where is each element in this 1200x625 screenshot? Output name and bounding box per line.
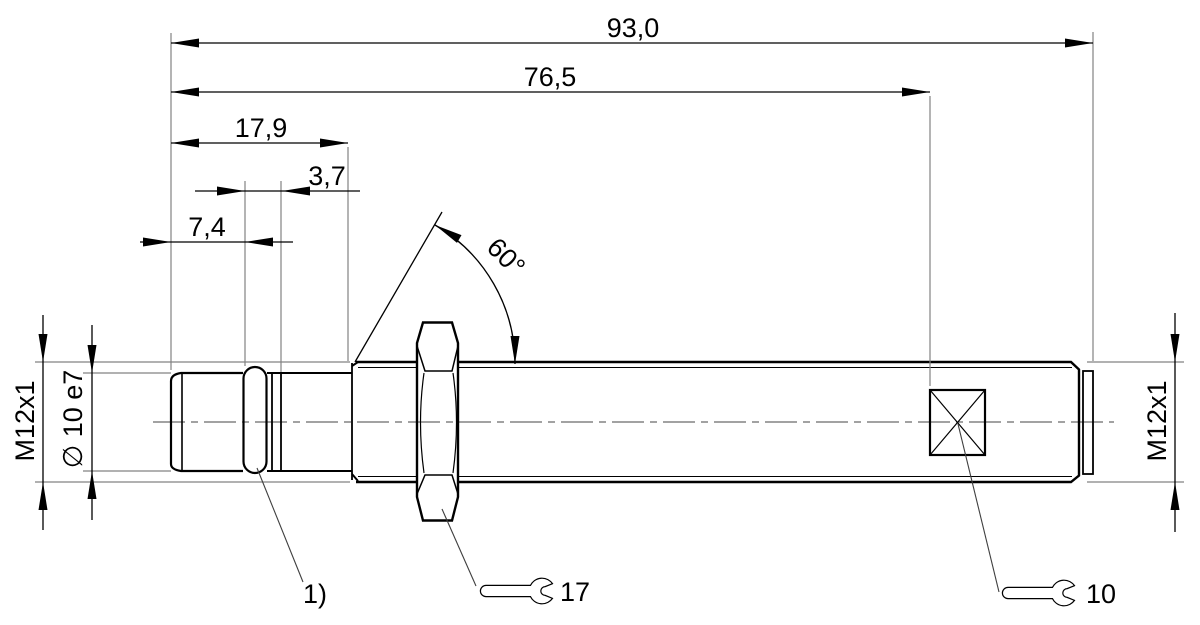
dim-head-length: 17,9	[171, 113, 348, 148]
dim-head-length-label: 17,9	[235, 113, 288, 143]
arrowhead	[320, 138, 348, 148]
thread-rear-label: M12x1	[1142, 380, 1172, 461]
thread-front-label: M12x1	[10, 380, 40, 461]
arrowhead	[510, 336, 520, 364]
hex-nut-facet-arcs	[419, 372, 458, 474]
footnote-label: 1)	[303, 579, 327, 609]
dim-thread-rear: M12x1	[1142, 313, 1180, 532]
dim-face-length-label: 7,4	[188, 212, 226, 242]
dim-overall-length: 93,0	[171, 13, 1093, 48]
arrowhead	[432, 221, 462, 243]
arrowhead	[1170, 482, 1180, 510]
dim-thread-front: M12x1	[10, 315, 48, 530]
wrench-front-label: 17	[560, 577, 590, 607]
rear-connector-cap	[1082, 370, 1094, 475]
arrowhead	[143, 237, 171, 247]
arrowhead	[171, 87, 199, 97]
arrowhead	[1065, 38, 1093, 48]
open-end-wrench-icon	[1001, 579, 1076, 607]
arrowhead	[1170, 334, 1180, 362]
arrowhead	[902, 87, 930, 97]
extension-lines	[35, 32, 1184, 483]
crossed-square-marker	[928, 388, 987, 457]
arrowhead	[282, 186, 310, 196]
arrowhead	[245, 237, 273, 247]
wrench-rear-label: 10	[1086, 579, 1116, 609]
head-diameter-label: ∅ 10 e7	[58, 370, 88, 469]
dim-chamfer-angle: 60°	[354, 211, 531, 365]
sensing-face-cap	[169, 371, 243, 473]
arrowhead	[87, 345, 97, 373]
dim-head-diameter: ∅ 10 e7	[58, 325, 97, 520]
dim-overall-length-label: 93,0	[607, 13, 660, 43]
hex-nut	[415, 321, 460, 522]
o-ring	[242, 365, 268, 475]
arrowhead	[38, 482, 48, 510]
dim-length-to-marker-label: 76,5	[524, 62, 577, 92]
thread-major-outline	[356, 360, 1081, 484]
arrowhead	[87, 471, 97, 499]
sensor-body-outline	[169, 321, 1094, 522]
dim-face-length: 7,4	[140, 212, 293, 247]
crossed-square-diagonals	[929, 389, 986, 456]
hex-nut-facets	[416, 345, 459, 495]
footnote-callout: 1)	[256, 467, 327, 609]
dim-length-to-marker: 76,5	[171, 62, 930, 97]
wrench-callout-rear: 10	[957, 423, 1116, 609]
thread-minor-lines	[358, 366, 1072, 478]
wrench-callout-front: 17	[441, 508, 590, 607]
open-end-wrench-icon	[479, 577, 554, 605]
arrowhead	[171, 138, 199, 148]
dim-ring-width: 3,7	[195, 161, 360, 196]
dim-ring-width-label: 3,7	[308, 161, 346, 191]
arrowhead	[171, 38, 199, 48]
arrowhead	[38, 334, 48, 362]
arrowhead	[217, 186, 245, 196]
